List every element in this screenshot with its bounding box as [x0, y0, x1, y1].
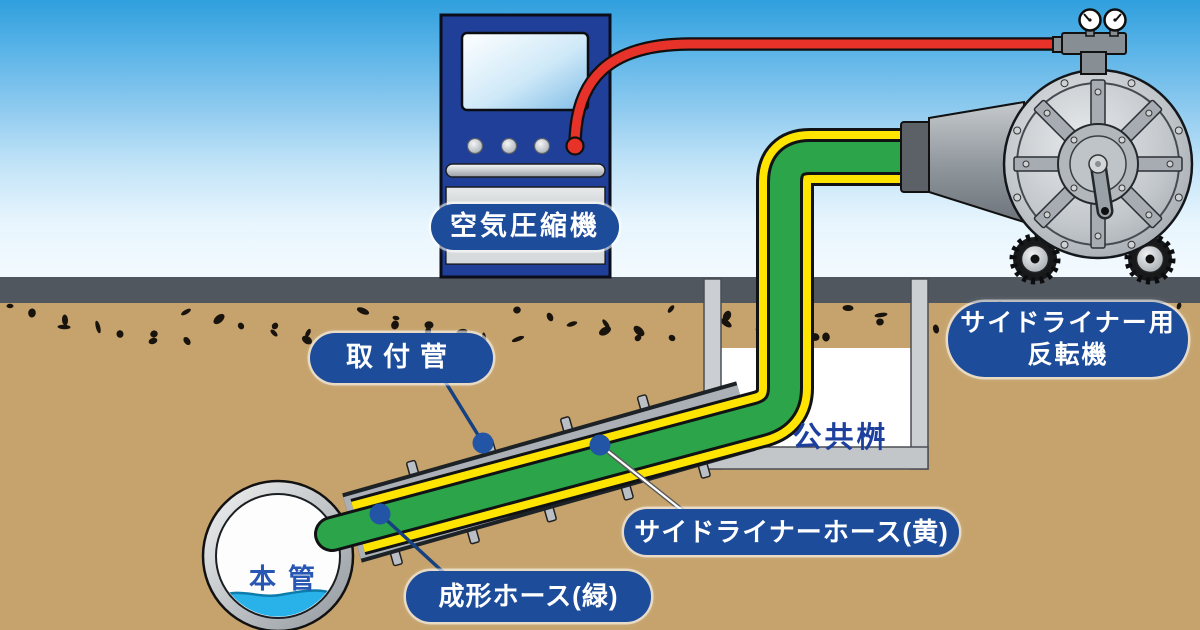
pebble	[722, 310, 732, 322]
label-air-compressor-text: 空気圧縮機	[450, 211, 600, 242]
pebble	[546, 312, 554, 322]
compressor-handle-bar	[445, 163, 606, 178]
pebble	[391, 320, 399, 330]
air-hose-coupling	[565, 136, 585, 156]
label-service-pipe: 取付菅	[310, 333, 493, 383]
label-inversion-line2: 反転機	[1027, 340, 1109, 369]
funnel	[900, 100, 1025, 224]
leader-dot-sideliner-hose	[589, 434, 611, 456]
pebble	[28, 308, 36, 318]
main-pipe-inner	[215, 493, 341, 619]
label-public-basin: 公共桝	[792, 422, 889, 454]
water-surface-line	[217, 589, 339, 602]
pebble	[270, 329, 278, 337]
pebble	[1176, 302, 1182, 310]
leader-lines	[369, 369, 690, 585]
pebble	[305, 328, 311, 338]
pebble	[633, 325, 645, 337]
tire-treads	[1124, 233, 1176, 285]
pebble	[57, 324, 71, 330]
pebble	[356, 307, 370, 315]
pebble	[6, 303, 14, 309]
pebble	[822, 332, 830, 342]
knob	[500, 137, 518, 155]
pressure-gauge-right	[1103, 8, 1127, 32]
forming-hose-green	[317, 142, 927, 549]
pebble	[181, 308, 191, 316]
pebble	[301, 335, 313, 345]
label-inversion-line1: サイドライナー用	[960, 309, 1176, 338]
label-air-compressor: 空気圧縮機	[431, 204, 619, 250]
pebble	[876, 318, 884, 326]
pebble	[61, 314, 69, 326]
leader-sideliner-hose	[599, 444, 689, 516]
hub-rivets	[1070, 136, 1126, 192]
label-forming-hose: 成形ホース(緑)	[406, 571, 651, 622]
pebble	[95, 320, 101, 334]
pebble	[148, 337, 158, 345]
hose-run	[314, 128, 930, 556]
pebble	[602, 319, 610, 329]
compressor-screen	[460, 31, 590, 112]
wheel-left	[1009, 233, 1061, 285]
pebble	[424, 321, 434, 329]
funnel-collar	[900, 121, 932, 193]
road-surface	[0, 277, 1200, 303]
air-hose-red	[570, 39, 1066, 147]
label-main-pipe: 本管	[249, 564, 327, 594]
pebble	[511, 335, 525, 343]
pebble	[566, 321, 578, 327]
label-sideliner-hose-text: サイドライナーホース(黄)	[634, 516, 949, 547]
air-hose	[565, 37, 1066, 156]
label-service-pipe-text: 取付菅	[346, 342, 457, 373]
pebble	[392, 315, 400, 321]
pebble	[599, 326, 611, 336]
main-pipe	[201, 479, 355, 630]
label-forming-hose-text: 成形ホース(緑)	[438, 581, 619, 612]
leader-dot-service-pipe	[472, 432, 494, 454]
pebble	[213, 313, 225, 325]
compressor-base-strip	[445, 247, 606, 265]
knob	[533, 137, 551, 155]
crank-handle	[1088, 154, 1114, 220]
label-sideliner-hose: サイドライナーホース(黄)	[624, 509, 959, 555]
pebble	[634, 334, 642, 342]
pebble	[271, 322, 279, 330]
tire-treads	[1009, 233, 1061, 285]
pebble	[116, 330, 124, 338]
drum-rivets	[1013, 79, 1183, 249]
pebble	[720, 318, 732, 328]
pebble	[237, 322, 245, 330]
pebble	[513, 306, 521, 314]
pebble	[150, 330, 158, 338]
manifold-stem	[1080, 51, 1107, 75]
pebble	[874, 312, 888, 318]
inversion-drum-machine	[1002, 68, 1194, 285]
pebble	[668, 334, 676, 342]
pressure-gauge-manifold	[1052, 8, 1127, 75]
pebble	[667, 305, 675, 313]
knob	[466, 137, 484, 155]
pebble	[842, 304, 854, 312]
pebble	[932, 324, 940, 334]
pressure-gauge-left	[1078, 8, 1102, 32]
leader-dot-forming-hose	[369, 503, 391, 525]
pebble	[183, 336, 191, 346]
label-inversion-machine: サイドライナー用 反転機	[948, 302, 1188, 377]
